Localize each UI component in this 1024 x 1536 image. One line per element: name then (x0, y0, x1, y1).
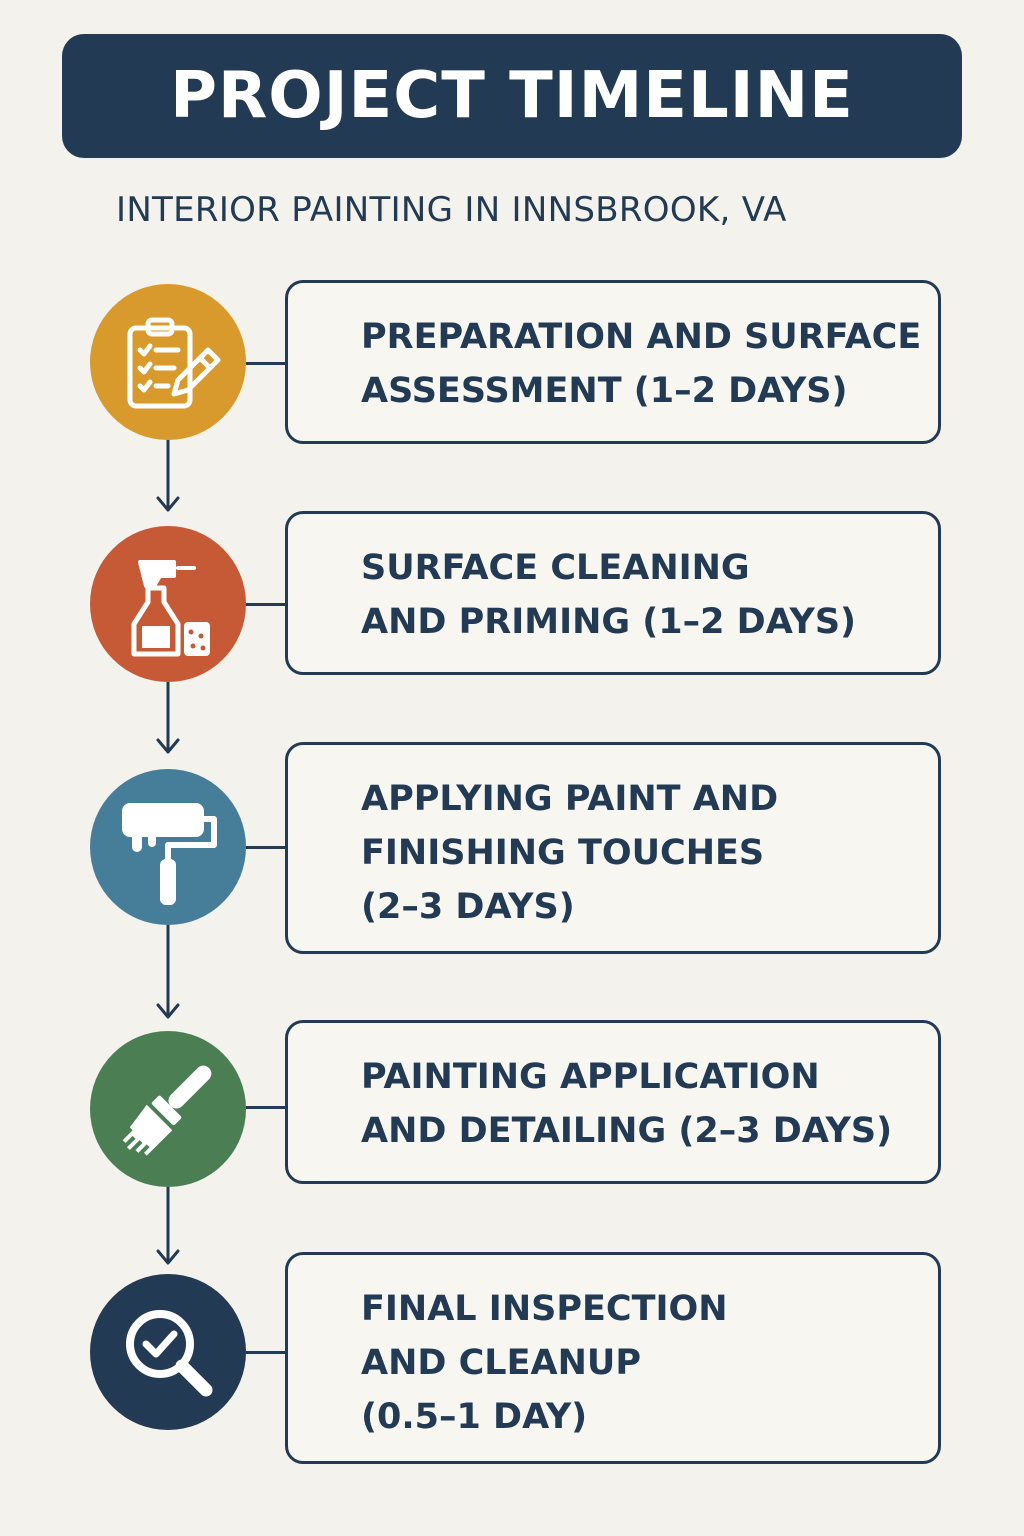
clipboard-checklist-pencil-icon (127, 317, 221, 409)
arrow-down-icon (152, 925, 184, 1021)
page-title: PROJECT TIMELINE (170, 59, 854, 133)
step-3-icon-circle (90, 769, 246, 925)
arrow-down-icon (152, 682, 184, 762)
step-5-connector (246, 1351, 286, 1354)
arrow-down-icon (152, 1187, 184, 1267)
step-1-label: PREPARATION AND SURFACE ASSESSMENT (1–2 … (361, 317, 922, 411)
paint-roller-icon (122, 803, 217, 905)
magnifier-check-icon (126, 1310, 213, 1397)
step-3-connector (246, 846, 286, 849)
step-4-label: PAINTING APPLICATION AND DETAILING (2–3 … (361, 1057, 893, 1151)
step-3-label: APPLYING PAINT AND FINISHING TOUCHES (2–… (361, 779, 779, 927)
step-2-card: SURFACE CLEANING AND PRIMING (1–2 DAYS) (285, 511, 941, 675)
step-3-card: APPLYING PAINT AND FINISHING TOUCHES (2–… (285, 742, 941, 954)
step-2-connector (246, 603, 286, 606)
step-5-label: FINAL INSPECTION AND CLEANUP (0.5–1 DAY) (361, 1289, 728, 1437)
step-2-icon-circle (90, 526, 246, 682)
page-subtitle: INTERIOR PAINTING IN INNSBROOK, VA (116, 190, 787, 230)
paintbrush-icon (122, 1065, 212, 1156)
title-banner: PROJECT TIMELINE (62, 34, 962, 158)
step-4-icon-circle (90, 1031, 246, 1187)
step-1-connector (246, 362, 286, 365)
step-2-label: SURFACE CLEANING AND PRIMING (1–2 DAYS) (361, 548, 857, 642)
step-4-card: PAINTING APPLICATION AND DETAILING (2–3 … (285, 1020, 941, 1184)
step-4-connector (246, 1106, 286, 1109)
step-1-icon-circle (90, 284, 246, 440)
step-5-card: FINAL INSPECTION AND CLEANUP (0.5–1 DAY) (285, 1252, 941, 1464)
spray-bottle-sponge-icon (131, 560, 210, 657)
step-5-icon-circle (90, 1274, 246, 1430)
step-1-card: PREPARATION AND SURFACE ASSESSMENT (1–2 … (285, 280, 941, 444)
arrow-down-icon (152, 440, 184, 520)
